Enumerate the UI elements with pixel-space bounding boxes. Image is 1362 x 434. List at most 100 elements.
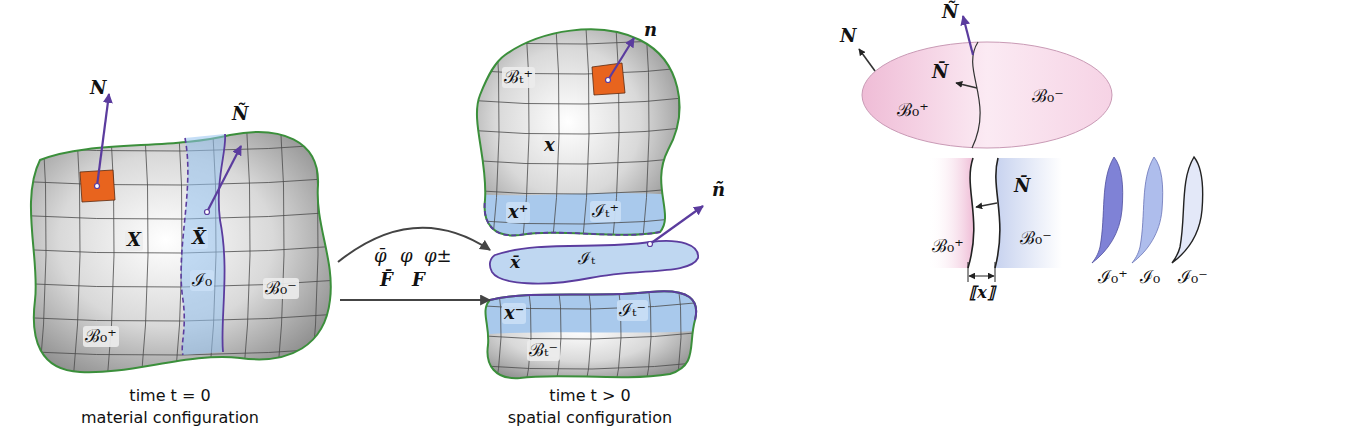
configuration-caption: spatial configuration xyxy=(506,409,674,427)
deformed-body-plus: ℬₜ⁺xx⁺ℐₜ⁺ xyxy=(480,25,690,245)
vector-label: ñ xyxy=(710,180,727,201)
configuration-caption: material configuration xyxy=(79,409,261,427)
mesh-line xyxy=(461,10,469,260)
shape-detail xyxy=(219,134,225,352)
region-label: x⁺ xyxy=(506,202,530,223)
region-label: x⁻ xyxy=(502,303,526,324)
shape-border xyxy=(485,291,696,378)
deformed-body-minus: x⁻ ℐₜ⁻ ℬₜ⁻ xyxy=(482,290,702,385)
shape-border xyxy=(862,42,1112,148)
map-label: φ xyxy=(398,246,415,267)
map-label: F xyxy=(410,270,427,291)
shape-fill xyxy=(862,42,1112,148)
shape-fill xyxy=(181,134,225,355)
map-label: φ± xyxy=(422,246,454,267)
shape-fill xyxy=(928,158,974,268)
shape-detail xyxy=(181,138,188,355)
region-label: N̄ xyxy=(930,62,950,83)
shape-detail xyxy=(462,280,712,336)
region-label: ℬ₀⁺ xyxy=(83,326,119,347)
mesh-line xyxy=(641,10,649,260)
mesh-line xyxy=(465,6,705,14)
mesh-line xyxy=(467,271,717,279)
region-label: N̄ xyxy=(1012,176,1032,197)
shape-detail xyxy=(968,158,974,268)
shape-detail xyxy=(995,158,1000,268)
interface-layer-outline xyxy=(488,238,703,290)
mesh-line xyxy=(310,115,318,395)
region-label: X xyxy=(125,230,143,251)
map-label: φ̄ xyxy=(372,246,389,267)
arrow-base xyxy=(95,184,100,189)
vector-label: Ñ xyxy=(230,104,250,125)
shape-detail xyxy=(485,200,660,235)
vector-label: n xyxy=(642,20,659,41)
normal-arrow xyxy=(859,49,875,71)
mesh-line xyxy=(467,331,717,339)
shape-border xyxy=(490,241,698,284)
region-label: ℬ₀⁻ xyxy=(1018,228,1054,249)
region-label: ℐₜ xyxy=(576,249,597,269)
interface-slice: ℐ₀⁻ xyxy=(1170,155,1212,290)
arrow-base xyxy=(205,210,210,215)
mesh-line xyxy=(4,115,12,395)
mesh-line xyxy=(140,115,148,395)
region-label: ℐ₀ xyxy=(190,270,214,291)
region-label: ℬₜ⁻ xyxy=(527,340,560,361)
interface-normal-arrow xyxy=(650,206,703,244)
region-label: ℬ₀⁻ xyxy=(1030,86,1066,107)
region-label: ℐ₀⁻ xyxy=(1176,267,1210,288)
shape-fill xyxy=(995,158,1062,268)
reference-ellipse-outline xyxy=(860,40,1115,150)
region-label: ℐₜ⁺ xyxy=(590,201,621,222)
region-label: ℐₜ⁻ xyxy=(617,300,648,321)
mesh-line xyxy=(465,216,705,224)
normal-arrow xyxy=(956,83,977,88)
split-part-minus: N̄ ℬ₀⁻ xyxy=(990,158,1065,270)
mesh-line xyxy=(344,115,352,395)
region-label: x xyxy=(542,135,557,156)
region-label: ℐ₀ xyxy=(1138,267,1162,288)
normal-arrow xyxy=(97,94,109,186)
mesh-line xyxy=(10,313,355,321)
interface-slice: ℐ₀ xyxy=(1130,155,1172,290)
mesh-line xyxy=(581,10,589,260)
interface-slice: ℐ₀⁺ xyxy=(1090,155,1132,290)
interface-band: X̄ ℐ₀ xyxy=(175,130,235,360)
region-label: ℬ₀⁺ xyxy=(930,236,966,257)
region-label: x̄ xyxy=(508,253,522,273)
arrow-base xyxy=(606,78,611,83)
region-label: X̄ xyxy=(190,228,208,249)
shape-fill xyxy=(1172,157,1203,263)
material-body: X ℬ₀⁻ ℬ₀⁺ X̄ ℐ₀ xyxy=(25,130,340,380)
region-label: ℬ₀⁻ xyxy=(263,278,299,299)
reference-ellipse: N̄ℬ₀⁺ℬ₀⁻ xyxy=(860,40,1115,150)
shape-border xyxy=(31,132,331,372)
shape-detail xyxy=(972,42,980,148)
vector-label: Ñ xyxy=(940,2,960,23)
shape-border xyxy=(477,29,679,235)
spatial-normal-arrow xyxy=(608,38,634,80)
region-label: ℐ₀⁺ xyxy=(1096,267,1130,288)
dimension-tick xyxy=(968,262,995,282)
time-caption: time t > 0 xyxy=(547,387,632,405)
mesh-grid xyxy=(461,6,709,260)
dimension-line xyxy=(969,276,994,277)
mesh-line xyxy=(10,109,355,117)
shape-fill xyxy=(490,241,698,284)
shape-fill xyxy=(1092,157,1123,263)
interface-normal-arrow xyxy=(207,146,241,212)
mesh-line xyxy=(174,115,182,395)
mesh-line xyxy=(467,361,717,369)
mesh-line xyxy=(465,36,705,44)
mesh-line xyxy=(10,211,355,219)
mesh-line xyxy=(465,96,705,104)
arrow-base xyxy=(648,242,653,247)
mapping-arrow xyxy=(338,228,490,262)
interface-layer: x̄ ℐₜ xyxy=(488,238,703,290)
vector-label: N xyxy=(88,78,108,99)
mesh-line xyxy=(701,10,709,260)
shape-border xyxy=(1092,157,1123,263)
